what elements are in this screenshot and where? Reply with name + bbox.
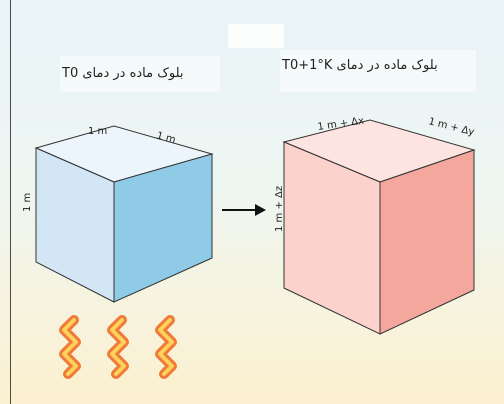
right-cube-depth-label: 1 m + Δy: [427, 116, 475, 138]
right-block-title: بلوک ماده در دمای T0+1°K: [282, 58, 438, 73]
left-cube-side-face: [113, 153, 213, 303]
left-border-line: [10, 0, 11, 404]
heat-wave-icon: [155, 315, 177, 379]
left-cube: 1 m 1 m 1 m: [22, 125, 214, 303]
left-block-title: بلوک ماده در دمای T0: [62, 66, 184, 81]
heat-wave-icon: [59, 315, 81, 379]
right-title-backdrop: [280, 50, 476, 92]
left-title-backdrop: [60, 56, 220, 92]
right-cube-side-face: [379, 149, 475, 335]
right-arrow-icon: [222, 204, 266, 216]
left-cube-height-label: 1 m: [22, 193, 33, 212]
background-patch: [228, 24, 284, 48]
heat-wave-icons: [59, 315, 177, 379]
right-cube-height-label: 1 m + Δz: [274, 186, 285, 232]
left-cube-depth-label: 1 m: [155, 130, 176, 146]
right-cube: 1 m + Δx 1 m + Δy 1 m + Δz: [274, 116, 476, 335]
left-cube-width-label: 1 m: [88, 126, 107, 137]
heat-wave-icon: [107, 315, 129, 379]
